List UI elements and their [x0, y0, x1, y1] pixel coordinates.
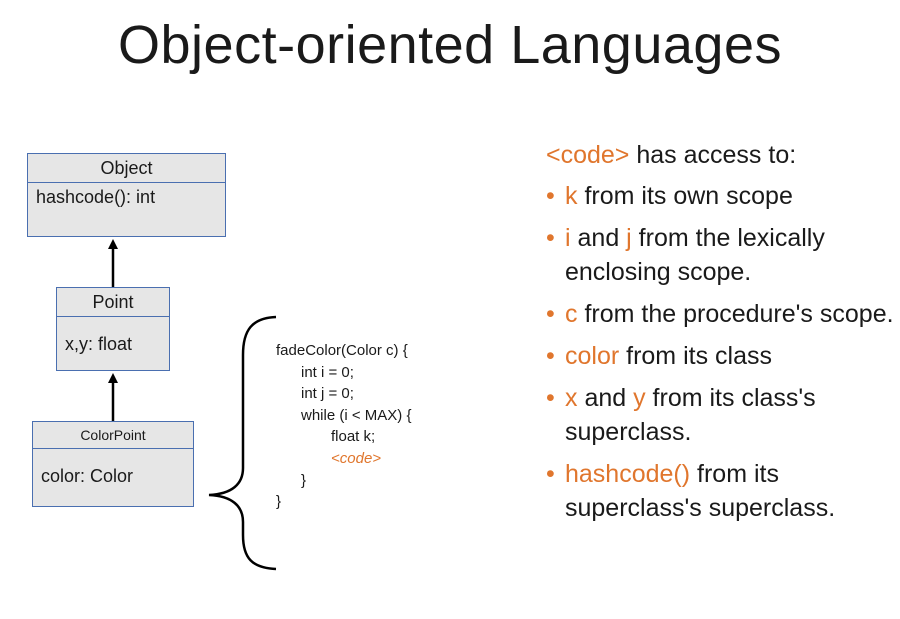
- code-line: fadeColor(Color c) {: [276, 342, 408, 359]
- code-line: int j = 0;: [301, 385, 354, 403]
- class-member-colorpoint: color: Color: [41, 466, 134, 486]
- code-placeholder: <code>: [331, 449, 382, 467]
- access-item: • k from its own scope: [546, 179, 896, 213]
- access-item-highlight: i: [565, 224, 571, 252]
- class-name-colorpoint: ColorPoint: [33, 422, 193, 449]
- access-item-highlight: color: [565, 342, 620, 370]
- bullet-icon: •: [546, 384, 555, 412]
- class-box-colorpoint: ColorPoint color: Color: [32, 421, 194, 507]
- access-item-text: from the procedure's scope.: [577, 300, 894, 328]
- access-item-highlight: hashcode(): [565, 460, 691, 488]
- access-item: • c from the procedure's scope.: [546, 297, 896, 331]
- class-name-point: Point: [57, 288, 169, 317]
- access-item-text: from its class: [619, 342, 772, 370]
- class-member-point: x,y: float: [65, 334, 133, 354]
- access-item: • x and y from its class's superclass.: [546, 381, 896, 449]
- access-heading-code: <code>: [546, 141, 630, 169]
- access-item-highlight: k: [565, 182, 578, 210]
- bullet-icon: •: [546, 224, 555, 252]
- access-item-highlight: y: [633, 384, 646, 412]
- access-heading-text: has access to:: [629, 141, 797, 169]
- access-item-text: and: [570, 224, 627, 252]
- code-line: }: [301, 471, 307, 489]
- access-list: • k from its own scope • i and j from the …: [546, 179, 896, 525]
- access-item-text: from its superclass's superclass.: [565, 460, 836, 522]
- class-box-point: Point x,y: float: [56, 287, 170, 371]
- access-item-highlight: j: [626, 224, 632, 252]
- access-heading: <code> has access to:: [546, 136, 896, 174]
- code-line: }: [276, 493, 282, 511]
- bullet-icon: •: [546, 182, 555, 210]
- access-item: • color from its class: [546, 339, 896, 373]
- access-item-text: and: [577, 384, 634, 412]
- access-item: • i and j from the lexically enclosing sc…: [546, 221, 896, 289]
- code-line: int i = 0;: [301, 363, 354, 381]
- access-item-text: from its class's superclass.: [565, 384, 816, 446]
- code-line: float k;: [331, 428, 376, 446]
- class-name-object: Object: [28, 154, 225, 183]
- access-item-highlight: x: [565, 384, 578, 412]
- class-member-object: hashcode(): int: [36, 187, 156, 207]
- access-panel: <code> has access to: • k from its own sc…: [546, 136, 896, 533]
- curly-brace: [208, 315, 277, 571]
- access-item-text: from its own scope: [577, 182, 793, 210]
- bullet-icon: •: [546, 300, 555, 328]
- slide-title: Object-oriented Languages: [118, 15, 782, 75]
- access-item-text: from the lexically enclosing scope.: [565, 224, 825, 286]
- access-item-highlight: c: [565, 300, 578, 328]
- code-block: fadeColor(Color c) { int i = 0; int j = …: [276, 340, 411, 513]
- bullet-icon: •: [546, 342, 555, 370]
- access-item: • hashcode() from its superclass's superc…: [546, 457, 896, 525]
- bullet-icon: •: [546, 460, 555, 488]
- class-box-object: Object hashcode(): int: [27, 153, 226, 237]
- code-line: while (i < MAX) {: [301, 406, 412, 424]
